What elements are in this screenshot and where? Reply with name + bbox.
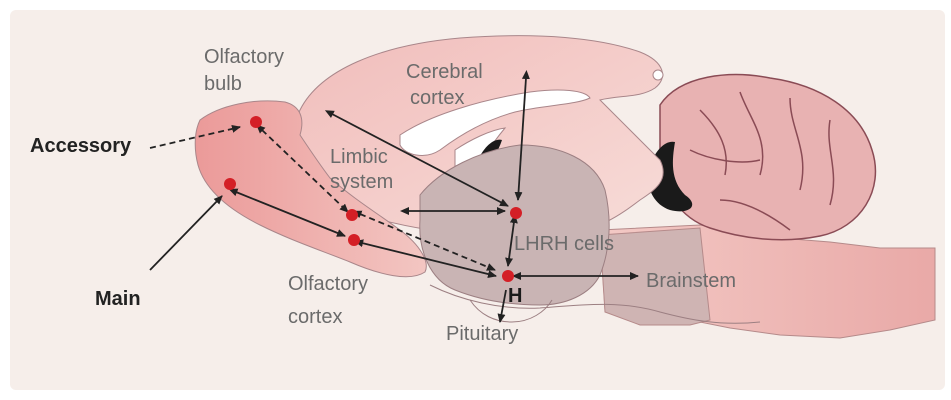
label-h: H xyxy=(508,285,522,307)
small-ventricle-top xyxy=(653,70,663,80)
label-limbic-1: Limbic xyxy=(330,146,388,168)
label-pituitary: Pituitary xyxy=(446,323,518,345)
label-brainstem: Brainstem xyxy=(646,270,736,292)
label-accessory: Accessory xyxy=(30,135,132,157)
label-olfactory-bulb-2: bulb xyxy=(204,73,242,95)
label-lhrh-cells: LHRH cells xyxy=(514,233,614,255)
label-limbic-2: system xyxy=(330,171,393,193)
node-main-bulb xyxy=(224,178,236,190)
label-main: Main xyxy=(95,288,141,310)
node-lhrh xyxy=(510,207,522,219)
label-olfactory-cortex-1: Olfactory xyxy=(288,273,368,295)
label-cerebral-cortex-1: Cerebral xyxy=(406,61,483,83)
label-cerebral-cortex-2: cortex xyxy=(410,87,464,109)
label-olfactory-bulb-1: Olfactory xyxy=(204,46,284,68)
node-ocortex-upper xyxy=(346,209,358,221)
label-olfactory-cortex-2: cortex xyxy=(288,306,342,328)
node-h xyxy=(502,270,514,282)
node-accessory-bulb xyxy=(250,116,262,128)
node-ocortex-lower xyxy=(348,234,360,246)
